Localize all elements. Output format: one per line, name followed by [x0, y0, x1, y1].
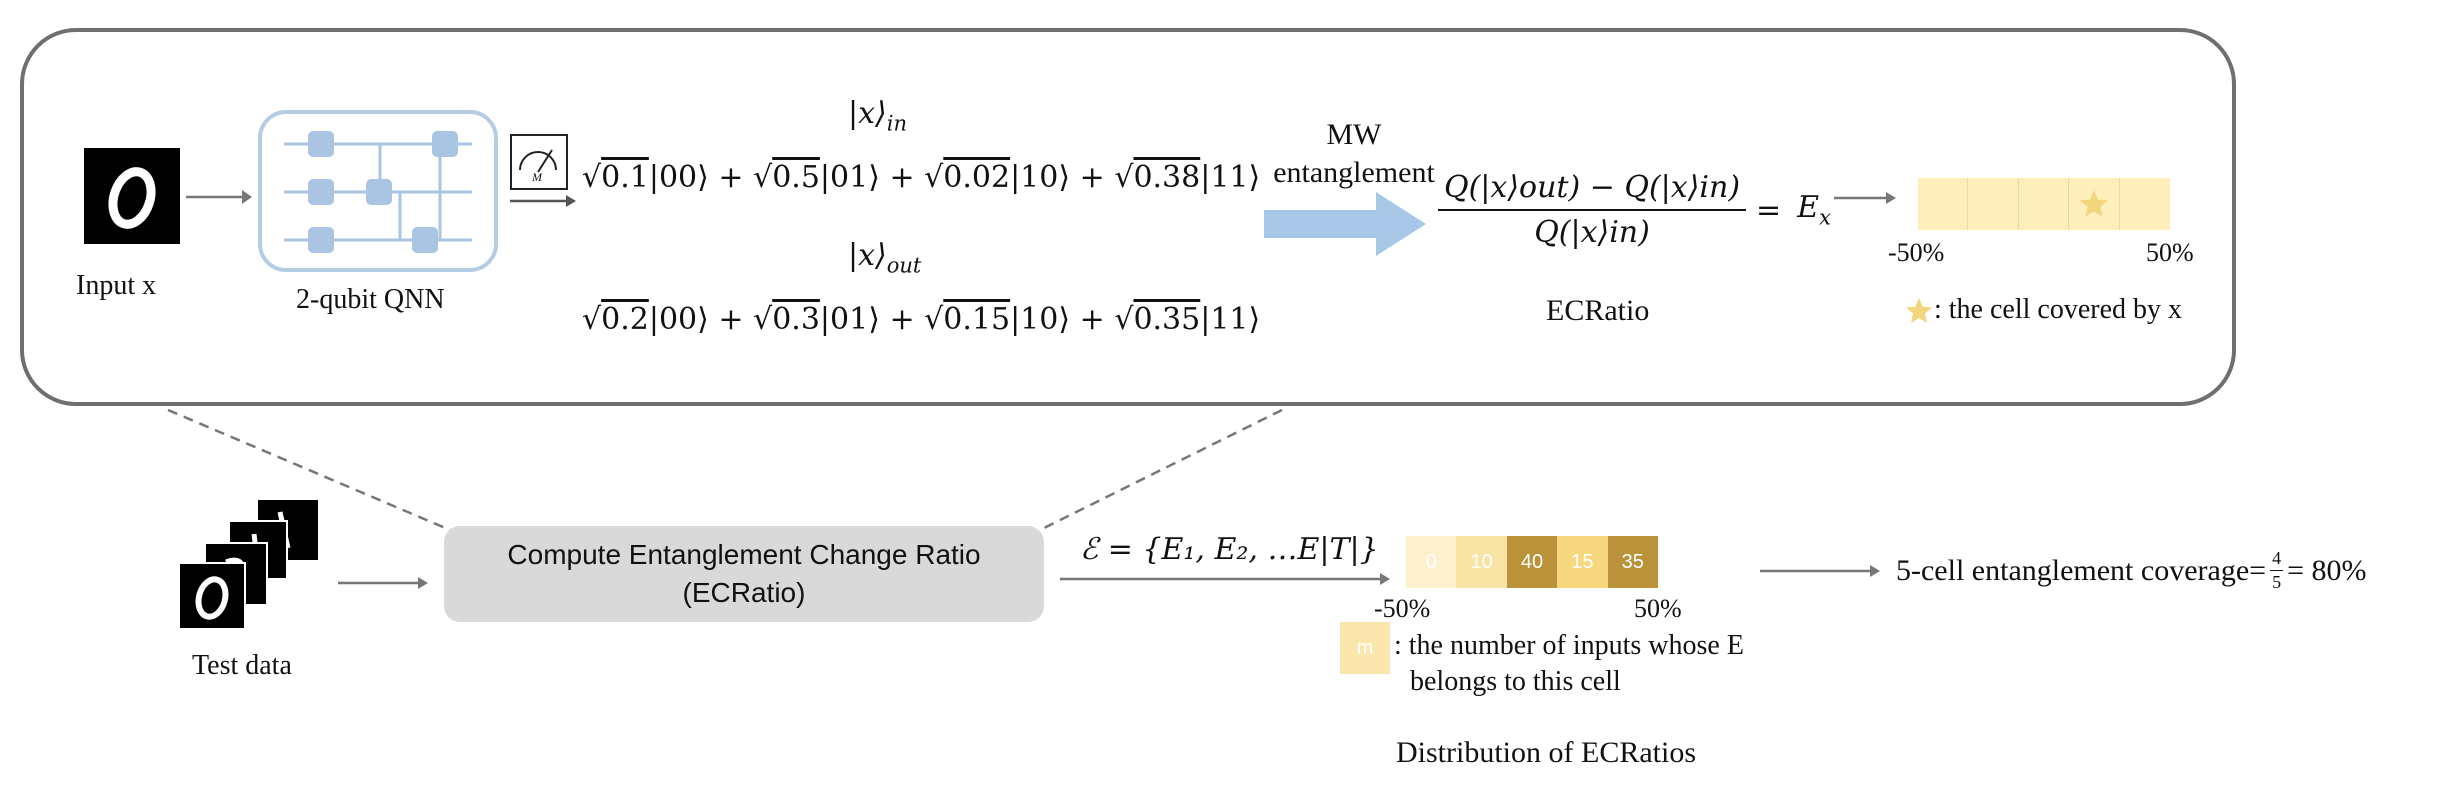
set-formula: ℰ = {E₁, E₂, …E|T|}	[1080, 532, 1379, 567]
star-legend-icon	[1905, 297, 1933, 323]
input-cell-covered	[2069, 178, 2120, 230]
star-icon	[2079, 190, 2108, 217]
measurement-meter-icon: M	[510, 134, 568, 190]
ket-out-title: |x⟩out	[848, 238, 922, 278]
state-in-term-3: √0.02|10⟩	[924, 160, 1071, 195]
input-cell	[1968, 178, 2019, 230]
bar-max-label: 50%	[2146, 238, 2194, 267]
coverage-fraction: 4 5	[2270, 548, 2284, 592]
input-cell-bar	[1918, 178, 2170, 230]
arrow-distribution-to-coverage	[1760, 565, 1880, 577]
formula-numerator: Q(|x⟩out) − Q(|x⟩in)	[1438, 170, 1747, 211]
arrow-compute-to-distribution	[1060, 573, 1390, 585]
qnn-circuit-box	[258, 110, 498, 272]
test-data-label: Test data	[192, 650, 292, 681]
arrow-meter-to-state	[510, 195, 576, 207]
mw-entanglement-arrow	[1264, 192, 1426, 256]
meter-label: M	[532, 170, 542, 184]
compute-ecratio-box: Compute Entanglement Change Ratio (ECRat…	[444, 526, 1044, 622]
count-legend-text: : the number of inputs whose E belongs t…	[1394, 630, 1744, 697]
state-out-term-2: √0.3|01⟩	[753, 302, 880, 337]
distribution-cell: 40	[1506, 536, 1558, 588]
input-cell	[1918, 178, 1969, 230]
ecratio-label: ECRatio	[1546, 294, 1650, 327]
bar-min-label: -50%	[1888, 238, 1945, 267]
distribution-bar: 0 10 40 15 35	[1406, 536, 1658, 588]
distribution-cell: 0	[1406, 536, 1457, 588]
formula-result: Ex	[1797, 190, 1831, 230]
ecratio-fraction: Q(|x⟩out) − Q(|x⟩in) Q(|x⟩in)	[1438, 170, 1747, 250]
distribution-cell: 35	[1607, 536, 1658, 588]
state-out-expression: √0.2|00⟩ + √0.3|01⟩ + √0.15|10⟩ + √0.35|…	[582, 302, 1261, 337]
star-legend-text: : the cell covered by x	[1934, 294, 2183, 325]
arrow-formula-to-bar	[1834, 192, 1896, 204]
state-out-term-4: √0.35|11⟩	[1114, 302, 1261, 337]
coverage-result: = 80%	[2287, 553, 2367, 587]
qnn-label: 2-qubit QNN	[296, 284, 445, 315]
coverage-text: 5-cell entanglement coverage=	[1896, 553, 2267, 587]
state-in-term-1: √0.1|00⟩	[582, 160, 709, 195]
distribution-cell: 10	[1456, 536, 1507, 588]
arrow-test-to-compute	[338, 577, 428, 589]
arrow-input-to-qnn	[186, 190, 252, 204]
coverage-expression: 5-cell entanglement coverage= 4 5 = 80%	[1896, 548, 2367, 593]
state-out-term-1: √0.2|00⟩	[582, 302, 709, 337]
input-cell	[2018, 178, 2070, 230]
input-label: Input x	[76, 270, 157, 301]
state-in-term-2: √0.5|01⟩	[753, 160, 880, 195]
state-in-expression: √0.1|00⟩ + √0.5|01⟩ + √0.02|10⟩ + √0.38|…	[582, 160, 1261, 195]
ket-in-title: |x⟩in	[848, 96, 907, 136]
mw-entanglement-label: MW entanglement	[1273, 118, 1435, 189]
formula-equals: =	[1756, 192, 1782, 228]
distribution-cell: 15	[1557, 536, 1608, 588]
input-cell	[2119, 178, 2170, 230]
input-digit-image	[84, 148, 180, 244]
compute-line-2: (ECRatio)	[682, 577, 806, 608]
distribution-label: Distribution of ECRatios	[1396, 736, 1696, 769]
dist-min-label: -50%	[1374, 594, 1431, 623]
state-in-term-4: √0.38|11⟩	[1114, 160, 1261, 195]
test-data-stack	[178, 500, 318, 630]
top-panel-frame	[20, 28, 2236, 406]
ecratio-formula: Q(|x⟩out) − Q(|x⟩in) Q(|x⟩in) = Ex	[1438, 170, 1831, 250]
dist-max-label: 50%	[1634, 594, 1682, 623]
count-legend-swatch: m	[1340, 622, 1390, 674]
test-digit-image	[178, 562, 246, 630]
compute-line-1: Compute Entanglement Change Ratio	[507, 539, 981, 570]
state-out-term-3: √0.15|10⟩	[924, 302, 1071, 337]
formula-denominator: Q(|x⟩in)	[1534, 215, 1650, 250]
